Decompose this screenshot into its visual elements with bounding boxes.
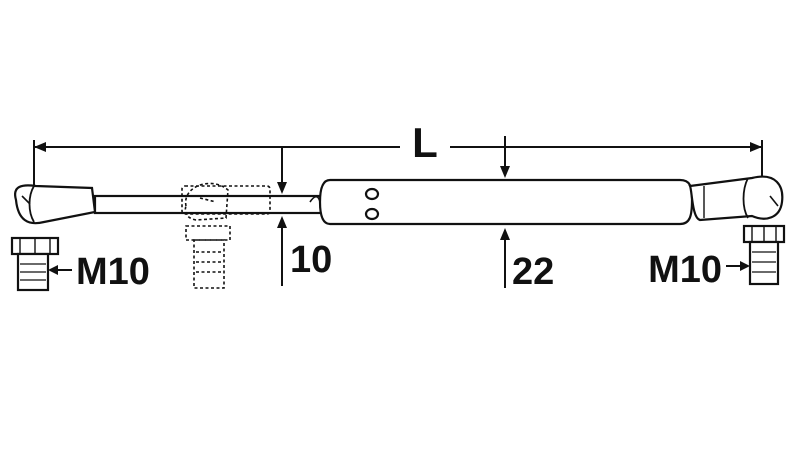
left-end-fitting [14, 184, 97, 225]
right-thread-label: M10 [648, 249, 722, 291]
cylinder-tube [309, 178, 694, 226]
rod-diameter-label: 10 [290, 239, 332, 281]
length-dimension: L [33, 119, 763, 185]
rod-diameter-dimension: 10 [277, 147, 332, 286]
left-threaded-stud [10, 236, 60, 292]
tube-diameter-dimension: 22 [500, 136, 554, 293]
tube-diameter-label: 22 [512, 251, 554, 293]
crimp-dot-upper [364, 187, 380, 201]
piston-rod [93, 194, 329, 215]
alternative-eyelet-fitting [181, 182, 271, 289]
right-end-fitting [688, 175, 784, 222]
right-thread-callout: M10 [648, 249, 750, 291]
left-thread-callout: M10 [48, 251, 150, 293]
left-thread-label: M10 [76, 251, 150, 293]
right-threaded-stud [742, 224, 786, 286]
crimp-dot-lower [364, 207, 380, 221]
length-label: L [412, 119, 438, 166]
